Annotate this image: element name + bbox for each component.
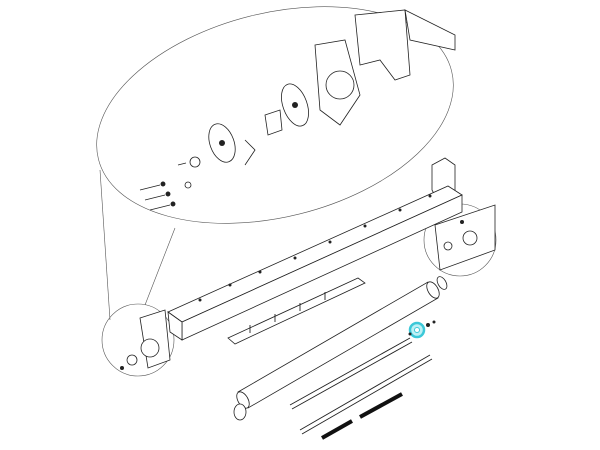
springs[interactable] — [321, 392, 403, 440]
bolt-set — [139, 162, 187, 211]
bearing-ring[interactable] — [408, 321, 426, 339]
roller-tube[interactable] — [234, 280, 442, 411]
side-bracket[interactable] — [354, 9, 411, 81]
end-cap[interactable] — [435, 275, 449, 291]
bearing-hub[interactable] — [264, 109, 283, 136]
scraper-strip[interactable] — [227, 277, 366, 345]
detail-callout-right — [423, 203, 497, 277]
detail-callout-top — [96, 6, 456, 321]
main-beam[interactable] — [167, 185, 463, 341]
detail-callout-left — [101, 303, 175, 377]
lower-shaft[interactable] — [299, 354, 433, 435]
drive-shaft[interactable] — [289, 337, 413, 410]
left-end-cap[interactable] — [233, 403, 247, 421]
strip-bolts — [249, 292, 326, 333]
beam-fasteners — [198, 194, 432, 302]
